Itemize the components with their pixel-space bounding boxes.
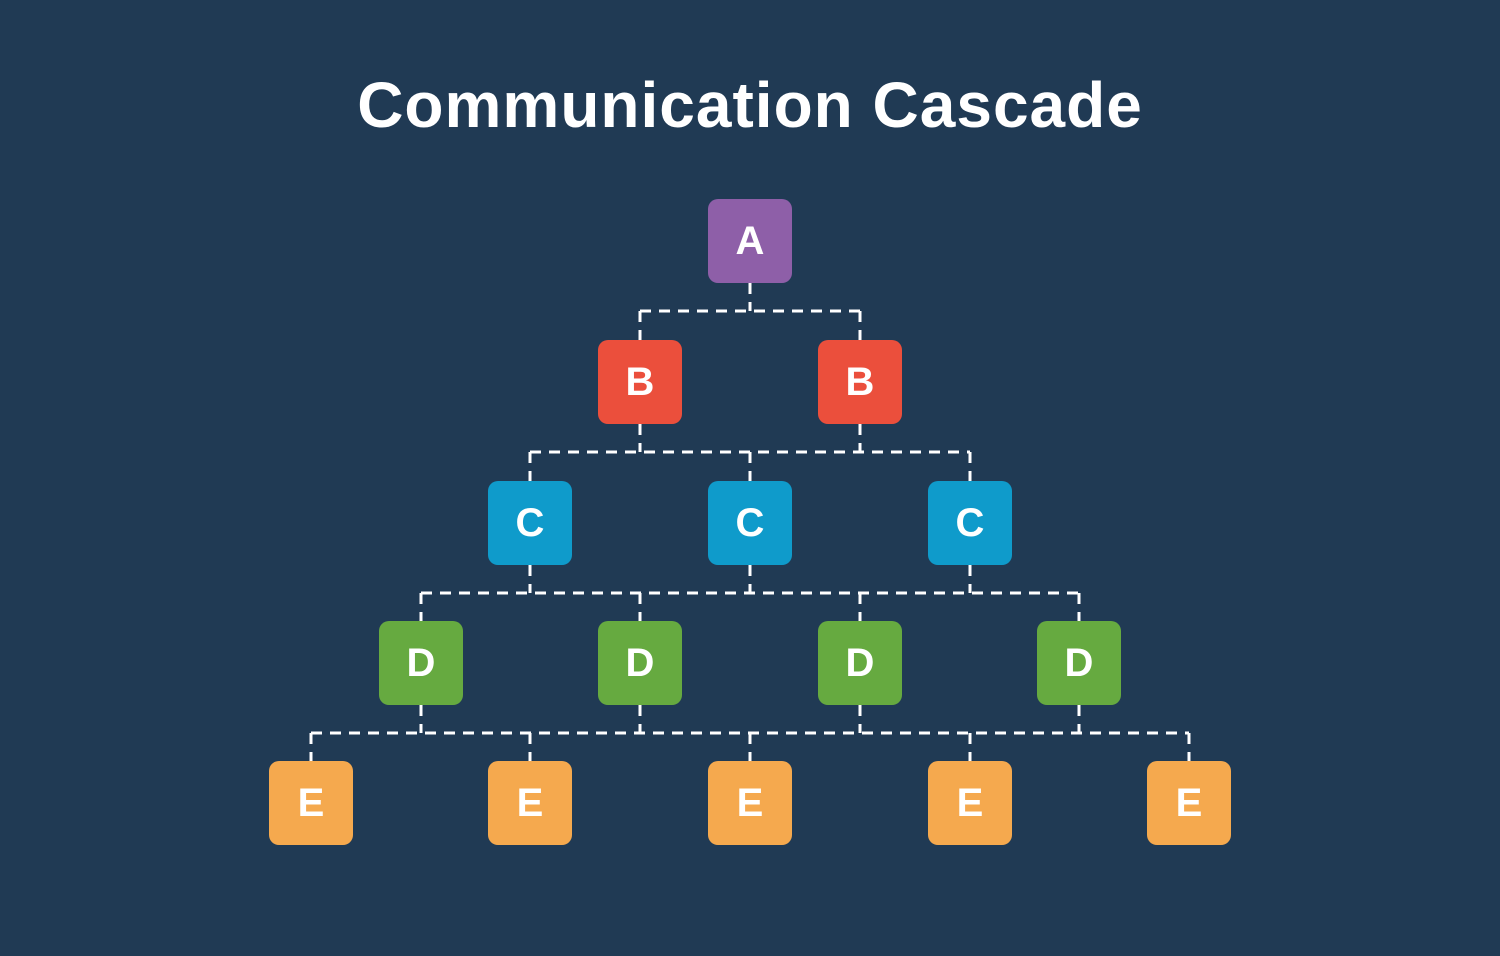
connector-a-to-b <box>638 283 862 340</box>
node-b2-label: B <box>845 359 875 404</box>
node-c3-label: C <box>955 500 985 545</box>
connector-d-to-e <box>309 705 1191 761</box>
node-a1: A <box>708 199 792 283</box>
node-d3-label: D <box>845 640 875 685</box>
node-c1-label: C <box>515 500 545 545</box>
node-d1-label: D <box>406 640 436 685</box>
node-e5-label: E <box>1175 780 1203 825</box>
node-d1: D <box>379 621 463 705</box>
node-b1-label: B <box>625 359 655 404</box>
node-e4: E <box>928 761 1012 845</box>
node-e1: E <box>269 761 353 845</box>
connector-c-to-d <box>419 565 1081 621</box>
node-b2: B <box>818 340 902 424</box>
node-e1-label: E <box>297 780 325 825</box>
node-d4-label: D <box>1064 640 1094 685</box>
node-d3: D <box>818 621 902 705</box>
node-c3: C <box>928 481 1012 565</box>
node-e3: E <box>708 761 792 845</box>
node-c2: C <box>708 481 792 565</box>
node-d4: D <box>1037 621 1121 705</box>
node-e5: E <box>1147 761 1231 845</box>
node-c2-label: C <box>735 500 765 545</box>
node-c1: C <box>488 481 572 565</box>
node-e2: E <box>488 761 572 845</box>
node-a1-label: A <box>735 218 765 263</box>
node-e3-label: E <box>736 780 764 825</box>
node-e4-label: E <box>956 780 984 825</box>
node-b1: B <box>598 340 682 424</box>
node-e2-label: E <box>516 780 544 825</box>
connector-group <box>309 283 1191 761</box>
connector-b-to-c <box>528 424 972 481</box>
page-title: Communication Cascade <box>357 69 1143 141</box>
node-d2-label: D <box>625 640 655 685</box>
node-d2: D <box>598 621 682 705</box>
